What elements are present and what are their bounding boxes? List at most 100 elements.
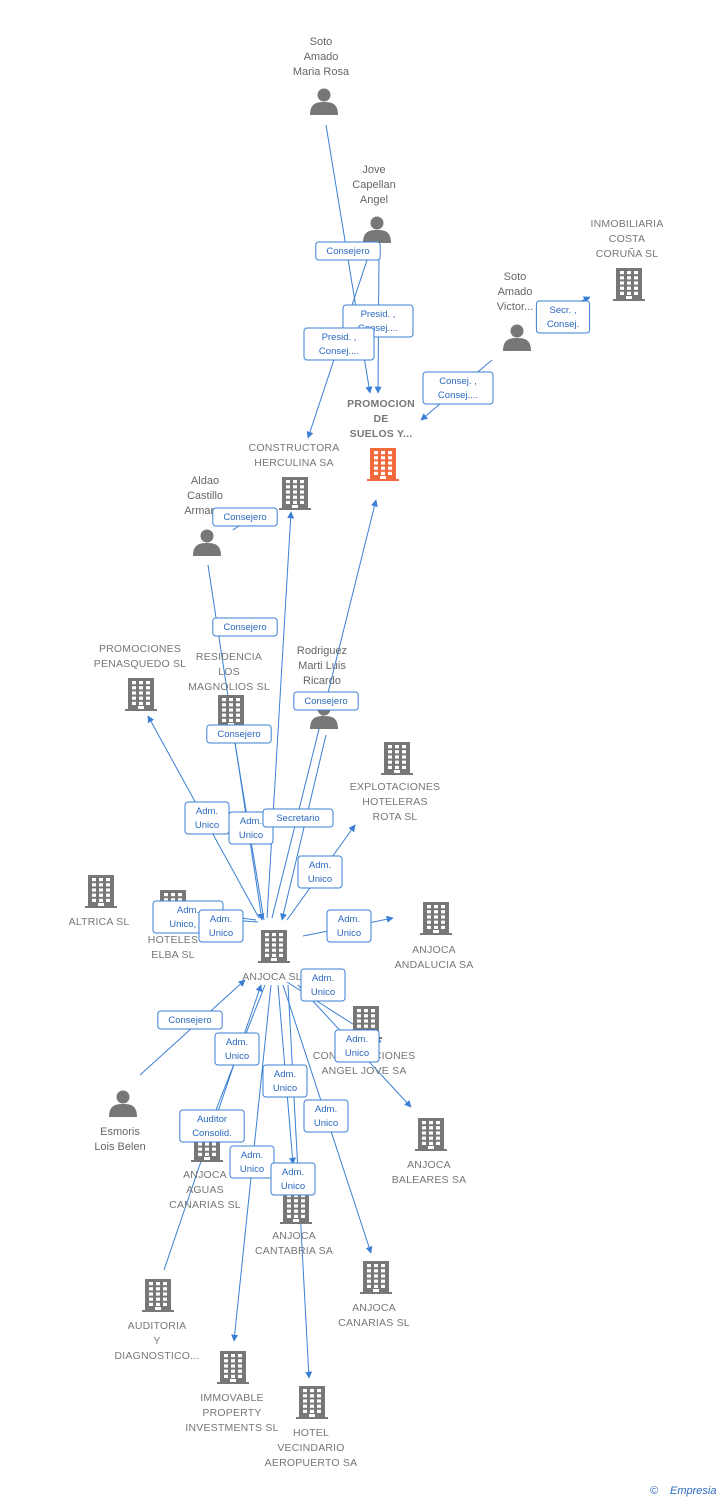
node-label-line: PROMOCIONES — [99, 643, 181, 655]
brand-logo[interactable]: Empresia — [670, 1485, 716, 1497]
edge-label-anjoca_sl-to-penasquedo[interactable]: Adm.Unico — [184, 801, 230, 835]
edge-label-anjoca_sl-to-construcciones[interactable]: Adm.Unico — [300, 968, 346, 1002]
node-label-line: AEROPUERTO SA — [265, 1457, 358, 1469]
node-label-line: LOS — [218, 666, 240, 678]
building-icon — [280, 1191, 312, 1224]
node-label-line: Amado — [498, 286, 533, 298]
node-altrica[interactable]: ALTRICA SL — [69, 875, 130, 928]
edge-label-line: Adm. — [315, 1104, 337, 1115]
edge-label-anjoca_sl-to-anjoca_cantabria[interactable]: Adm.Unico — [262, 1064, 308, 1098]
edge-label-line: Adm. — [346, 1034, 368, 1045]
edge-label-line: Adm. — [241, 1150, 263, 1161]
building-icon — [125, 678, 157, 711]
edge-label-text: Adm.Unico — [209, 914, 233, 939]
edge-label-line: Adm. — [210, 914, 232, 925]
copyright-symbol: © — [650, 1485, 659, 1497]
edge-label-text: Presid. ,Consej.... — [319, 332, 359, 357]
edge-label-text: Adm.Unico — [281, 1167, 305, 1192]
edge-label-line: Consej. , — [439, 376, 477, 387]
edge-label-anjoca_sl-to-anjoca_baleares[interactable]: Adm.Unico — [334, 1029, 380, 1063]
edge-label-anjoca_sl-to-hotel_vecindario[interactable]: Adm.Unico — [270, 1162, 316, 1196]
edge-label-text: Adm.Unico — [345, 1034, 369, 1059]
node-label-line: PROMOCION — [347, 398, 415, 410]
node-label-line: HOTELERAS — [362, 796, 427, 808]
building-icon — [367, 448, 399, 481]
edge-label-rodriguez-to-anjoca_sl[interactable]: Consejero — [293, 691, 359, 711]
edge-label-anjoca_sl-to-expl_rota[interactable]: Adm.Unico — [297, 855, 343, 889]
edge-label-anjoca_sl-to-anjoca_aguas[interactable]: Adm.Unico — [214, 1032, 260, 1066]
edge-label-aldao-to-herculina[interactable]: Consejero — [212, 507, 278, 527]
node-label-line: INVESTMENTS SL — [185, 1422, 278, 1434]
node-label-line: DIAGNOSTICO... — [114, 1350, 199, 1362]
edge-label-text: Adm.Unico — [308, 860, 332, 885]
edge-label-line: Unico — [281, 1181, 305, 1192]
building-icon — [215, 695, 247, 728]
edge-label-text: Consejero — [304, 696, 347, 707]
edge-label-text: Secr. ,Consej. — [547, 305, 579, 330]
edge-label-line: Consejero — [326, 246, 369, 257]
edge-label-line: Unico — [195, 820, 219, 831]
edge-label-line: Adm. — [226, 1037, 248, 1048]
edge-label-aldao-to-anjoca_sl[interactable]: Consejero — [212, 617, 278, 637]
node-anjoca_sl[interactable]: ANJOCA SL — [242, 930, 302, 983]
node-label-line: ANJOCA — [407, 1159, 451, 1171]
edge-label-line: Presid. , — [361, 309, 396, 320]
building-icon — [279, 477, 311, 510]
edge-label-soto_victor-to-inmob[interactable]: Secr. ,Consej. — [535, 300, 591, 334]
edge-label-line: Secr. , — [550, 305, 577, 316]
node-label-line: ANJOCA — [183, 1169, 227, 1181]
edge-label-anjoca_sl-to-promocion[interactable]: Secretario — [262, 808, 334, 828]
edge-label-line: Consej.... — [358, 323, 398, 334]
edge-label-anjoca_sl-to-anjoca_andalucia[interactable]: Adm.Unico — [326, 909, 372, 943]
node-label-line: ELBA SL — [151, 949, 194, 961]
node-label-line: CANARIAS SL — [338, 1317, 410, 1329]
edge-label-esmoris-to-anjoca_sl[interactable]: Consejero — [157, 1010, 223, 1030]
edge-label-soto_victor-to-promocion[interactable]: Consej. ,Consej.... — [422, 371, 494, 405]
edge-label-anjoca_sl-to-anjoca_canarias[interactable]: Adm.Unico — [303, 1099, 349, 1133]
edge-label-anjoca_sl-to-herculina[interactable]: Adm.Unico — [228, 811, 274, 845]
building-icon — [296, 1386, 328, 1419]
edge-label-line: Adm. — [312, 973, 334, 984]
edge-label-anjoca_sl-to-immovable[interactable]: Adm.Unico — [229, 1145, 275, 1179]
edge-label-text: Consejero — [223, 512, 266, 523]
node-label-line: Marti Luis — [298, 660, 346, 672]
edge-label-soto_maria-to-promocion[interactable]: Consejero — [315, 241, 381, 261]
node-label-line: Castillo — [187, 490, 223, 502]
edge-label-text: Consejero — [223, 622, 266, 633]
edge-label-jove-to-herculina[interactable]: Presid. ,Consej.... — [303, 327, 375, 361]
edge-label-anjoca_sl-to-magnolios[interactable]: Consejero — [206, 724, 272, 744]
edge-label-anjoca_sl-to-hoteles_elba[interactable]: Adm.Unico — [198, 909, 244, 943]
node-label-line: Capellan — [352, 179, 395, 191]
person-icon — [109, 1090, 137, 1117]
